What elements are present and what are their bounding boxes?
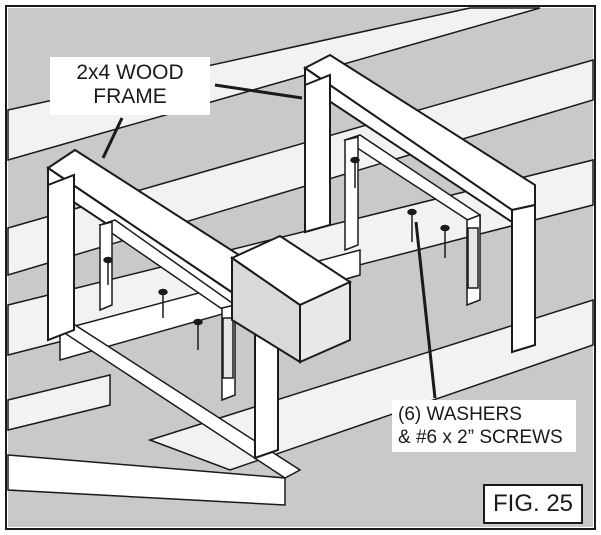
frame-callout-line1: 2x4 WOOD <box>76 61 184 84</box>
screw <box>103 256 113 285</box>
blocking-lower <box>7 454 286 506</box>
screw <box>193 318 203 350</box>
screws-callout-line2: & #6 x 2” SCREWS <box>398 427 563 448</box>
frame-right-front-post <box>511 203 536 354</box>
frame-callout: 2x4 WOOD FRAME <box>50 57 210 115</box>
mounting-bracket-left <box>98 219 236 402</box>
leader-frame-right <box>214 83 303 100</box>
heater-unit <box>229 234 353 364</box>
joist-1 <box>7 7 541 161</box>
joist-5 <box>7 374 111 431</box>
screws-callout-line1: (6) WASHERS <box>398 404 522 425</box>
frame-right-rear-post <box>304 73 331 234</box>
figure-label: FIG. 25 <box>483 484 583 524</box>
heater-side <box>231 256 301 364</box>
bracket-right-rear <box>344 136 359 252</box>
screw <box>440 224 450 258</box>
screws <box>103 156 450 350</box>
screw <box>350 156 360 188</box>
mounting-bracket-right <box>343 134 481 307</box>
bracket-left-slot <box>222 317 234 379</box>
wood-frame-right <box>303 53 536 354</box>
frame-left-rear-post <box>47 173 75 342</box>
bracket-left-rear <box>99 221 113 312</box>
leader-lines <box>101 83 437 399</box>
leader-screws <box>414 221 437 399</box>
frame-callout-line2: FRAME <box>93 85 167 108</box>
bracket-right-slot <box>467 227 479 289</box>
leader-frame-left <box>101 117 124 159</box>
screws-callout: (6) WASHERS & #6 x 2” SCREWS <box>392 400 576 452</box>
screw <box>158 288 168 318</box>
screw <box>407 208 417 242</box>
